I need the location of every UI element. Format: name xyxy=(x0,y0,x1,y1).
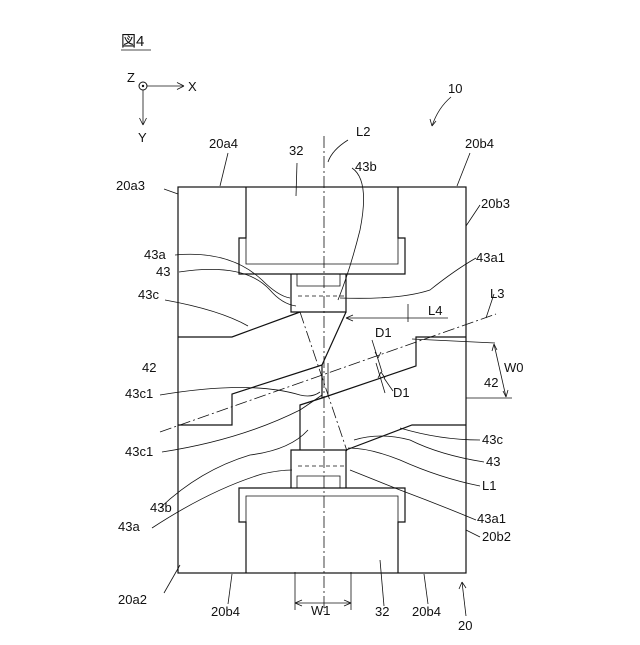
tab-43a-bottom xyxy=(291,450,346,488)
label-43a-bottom: 43a xyxy=(118,519,140,534)
label-43c1-a: 43c1 xyxy=(125,386,153,401)
leader-43a-bottom xyxy=(152,470,292,528)
label-20b4-bl: 20b4 xyxy=(211,604,240,619)
label-w0: W0 xyxy=(504,360,524,375)
label-d1-bottom: D1 xyxy=(393,385,410,400)
label-20b3: 20b3 xyxy=(481,196,510,211)
label-w1: W1 xyxy=(311,603,331,618)
label-42-left: 42 xyxy=(142,360,156,375)
w0-ext-top xyxy=(412,339,495,343)
label-43c-right: 43c xyxy=(482,432,503,447)
centerline-l1 xyxy=(300,312,347,451)
leader-l2 xyxy=(328,140,348,162)
y-axis-label: Y xyxy=(138,130,147,145)
label-l3: L3 xyxy=(490,286,504,301)
x-axis-label: X xyxy=(188,79,197,94)
leader-l1 xyxy=(348,448,480,486)
label-32-bottom: 32 xyxy=(375,604,389,619)
leader-20b4-br xyxy=(424,574,428,604)
leader-32-bottom xyxy=(380,560,384,606)
leader-20b2 xyxy=(466,530,480,537)
leader-20b3 xyxy=(466,205,480,226)
leader-43c-right xyxy=(400,428,480,440)
leader-20a3 xyxy=(164,189,178,194)
label-l1: L1 xyxy=(482,478,496,493)
coordinate-axes: Z X Y xyxy=(127,70,197,145)
leader-43-left xyxy=(179,269,296,306)
leader-lines xyxy=(152,140,494,616)
label-43-right: 43 xyxy=(486,454,500,469)
label-43c-left: 43c xyxy=(138,287,159,302)
figure-title: 図4 xyxy=(121,33,144,50)
label-l4: L4 xyxy=(428,303,442,318)
leader-43a1-bottom xyxy=(350,470,476,520)
label-43b-bottom: 43b xyxy=(150,500,172,515)
label-20: 20 xyxy=(458,618,472,633)
part-42-left-edge xyxy=(178,312,322,450)
leader-10 xyxy=(432,97,451,126)
label-20a2: 20a2 xyxy=(118,592,147,607)
label-l2: L2 xyxy=(356,124,370,139)
leader-43b-top xyxy=(338,168,364,300)
label-20a3: 20a3 xyxy=(116,178,145,193)
label-10: 10 xyxy=(448,81,462,96)
label-32-top: 32 xyxy=(289,143,303,158)
tab-43a-bottom-inner xyxy=(297,476,340,488)
label-43-left: 43 xyxy=(156,264,170,279)
leader-20b4-bl xyxy=(228,574,232,604)
label-20b4-top: 20b4 xyxy=(465,136,494,151)
member-32-top xyxy=(239,187,405,274)
label-43c1-b: 43c1 xyxy=(125,444,153,459)
leader-20a4 xyxy=(220,153,228,186)
label-43a1-top: 43a1 xyxy=(476,250,505,265)
label-20b2: 20b2 xyxy=(482,529,511,544)
label-20b4-br: 20b4 xyxy=(412,604,441,619)
label-43a-left: 43a xyxy=(144,247,166,262)
leader-d1-bottom xyxy=(384,378,393,391)
tab-43a-top-inner xyxy=(297,274,340,286)
member-32-bottom-inner xyxy=(246,496,398,522)
z-axis-label: Z xyxy=(127,70,135,85)
tab-43a-top xyxy=(291,274,346,312)
z-axis-dot xyxy=(142,85,144,87)
leader-43a-left xyxy=(175,254,290,298)
part-42-right-edge xyxy=(322,312,466,450)
label-42-right: 42 xyxy=(484,375,498,390)
label-d1-top: D1 xyxy=(375,325,392,340)
label-20a4: 20a4 xyxy=(209,136,238,151)
label-43b-top: 43b xyxy=(355,159,377,174)
member-32-top-inner xyxy=(246,238,398,264)
leader-32-top xyxy=(296,163,297,196)
label-43a1-bottom: 43a1 xyxy=(477,511,506,526)
leader-20a2 xyxy=(164,565,180,593)
leader-20b4-top xyxy=(457,153,470,186)
